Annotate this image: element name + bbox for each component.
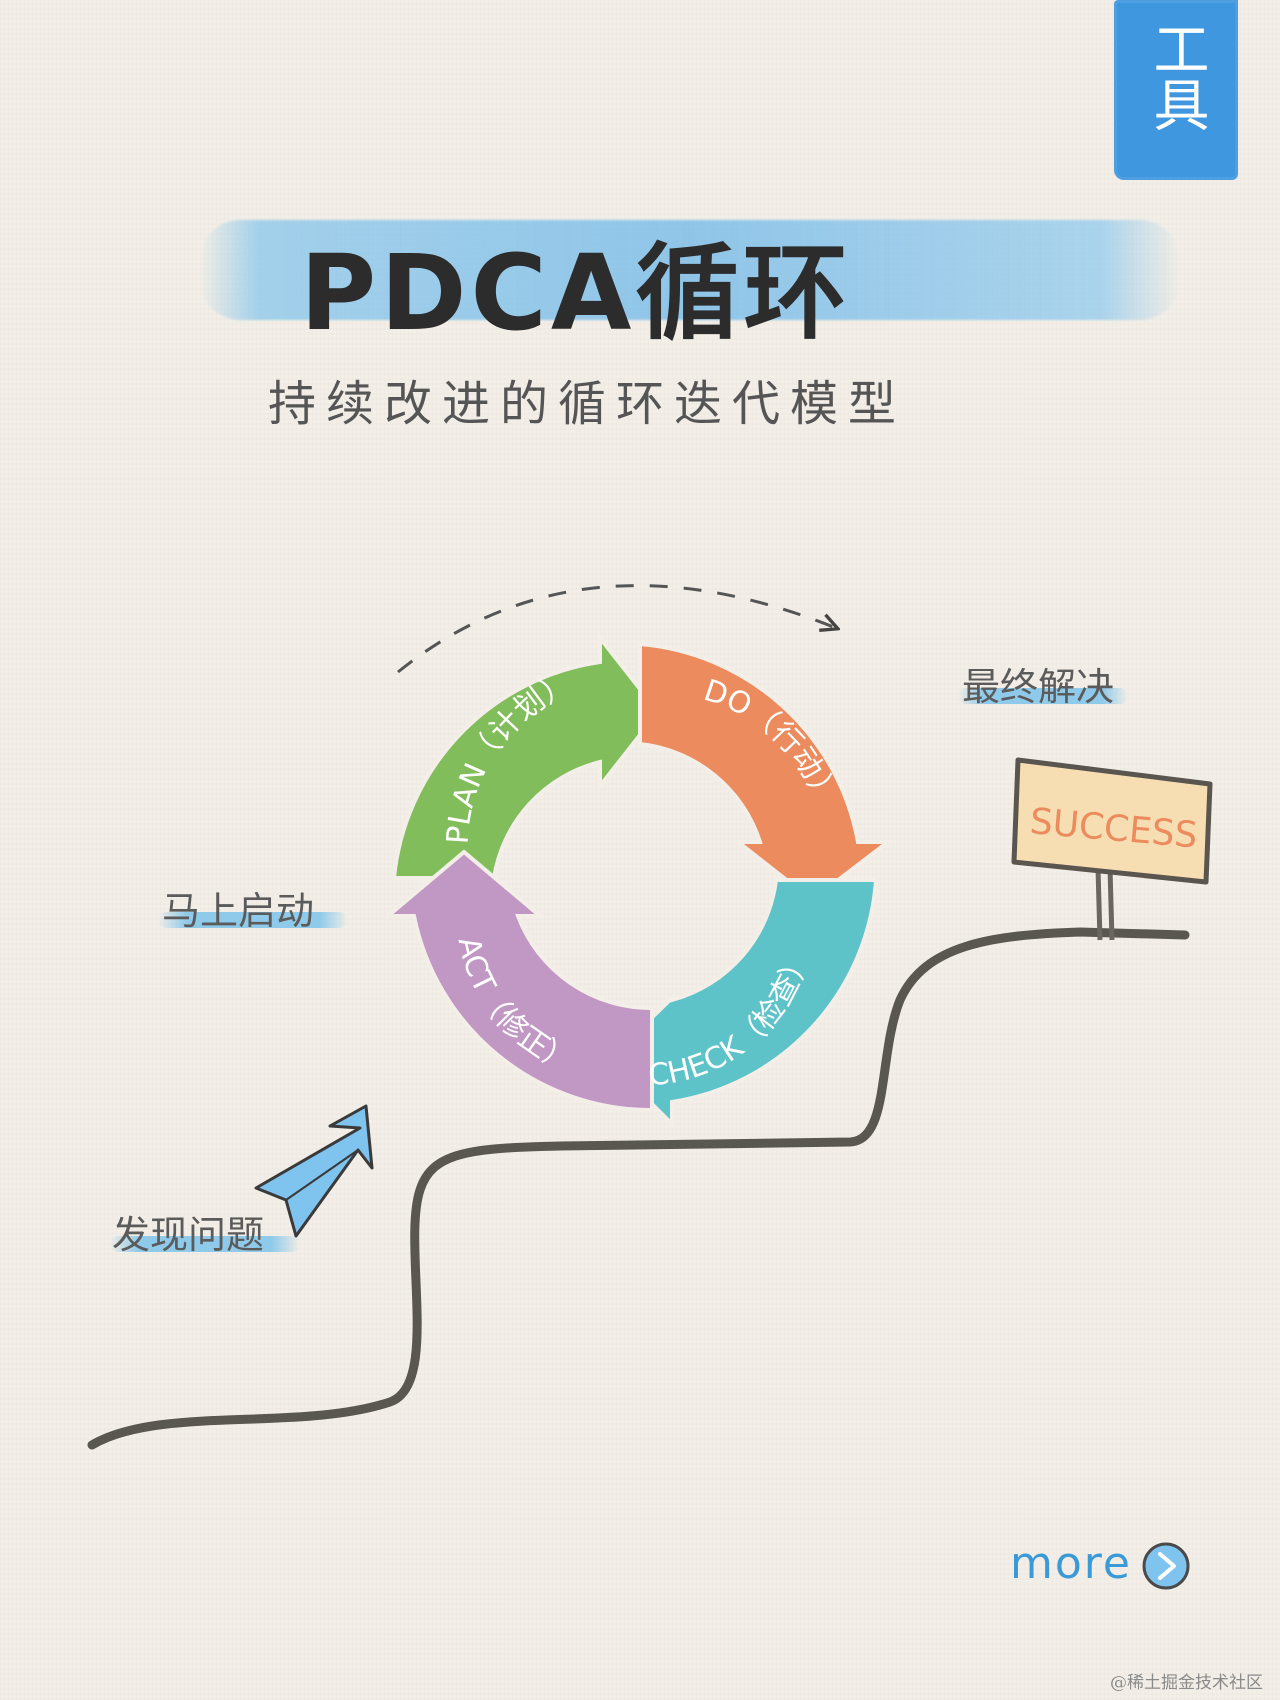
page-subtitle: 持续改进的循环迭代模型 [268, 376, 907, 432]
title-brush-stroke [200, 220, 1180, 320]
arrow-up-icon [254, 1104, 374, 1238]
more-link[interactable]: more [1010, 1538, 1132, 1589]
progress-path-line [87, 927, 1190, 1450]
success-signpost [1011, 757, 1213, 941]
act-segment [382, 849, 654, 1113]
final-solution-label: 最终解决 [962, 665, 1115, 709]
category-tag-text: 工具 [1144, 20, 1209, 132]
final-label-brush [958, 688, 1128, 704]
check-segment [605, 878, 879, 1129]
do-segment [638, 641, 894, 903]
discover-problem-label: 发现问题 [112, 1213, 265, 1257]
chevron-more-icon[interactable] [1142, 1542, 1190, 1590]
category-tag: 工具 [1114, 0, 1238, 180]
page-title: PDCA循环 [300, 232, 852, 354]
dashed-progress-arrow [397, 584, 836, 674]
start-label: 马上启动 [162, 889, 315, 933]
discover-label-brush [110, 1236, 300, 1252]
plan-segment [391, 632, 661, 880]
watermark: @稀土掘金技术社区 [1110, 1673, 1263, 1693]
start-label-brush [158, 912, 348, 928]
